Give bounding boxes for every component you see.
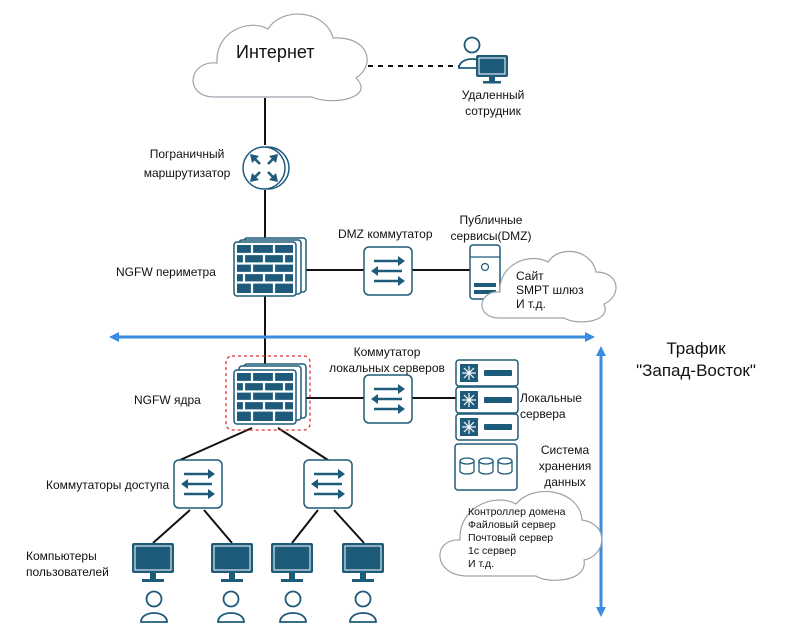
router-icon [242,146,290,190]
user-icon [349,590,377,623]
cloud-icon [481,250,617,323]
ngfw-core-label: NGFW ядра [134,393,201,407]
dmz-switch-label: DMZ коммутатор [338,227,433,241]
link-a1-pc1 [152,509,191,544]
monitor-icon [131,542,175,583]
ngfw-perimeter-label: NGFW периметра [116,265,216,279]
monitor-icon [270,542,314,583]
cloud-icon [192,13,368,102]
user-icon [217,590,245,623]
monitor-icon [476,55,508,84]
server-icon [455,386,519,414]
user-icon [140,590,168,623]
firewall-icon [232,363,307,426]
switch-icon [172,458,224,510]
storage-icon [454,443,518,491]
switch-icon [302,458,354,510]
switch-icon [362,373,414,425]
user-icon [279,590,307,623]
access-switches-label: Коммутаторы доступа [46,478,170,492]
server-icon [455,359,519,387]
firewall-icon [232,237,307,298]
server-icon [469,244,501,300]
link-a2-pc3 [291,509,319,544]
link-a2-pc4 [333,509,365,544]
link-a1-pc2 [203,509,233,544]
link-core-access2 [277,427,329,461]
core-highlight [225,355,311,431]
server-icon [455,413,519,441]
cloud-icon [439,490,603,581]
internet-label: Интернет [236,42,315,62]
link-core-access1 [179,427,253,461]
switch-icon [362,245,414,297]
monitor-icon [210,542,254,583]
traffic-label: Трафик"Запад-Восток" [636,339,756,380]
monitor-icon [341,542,385,583]
